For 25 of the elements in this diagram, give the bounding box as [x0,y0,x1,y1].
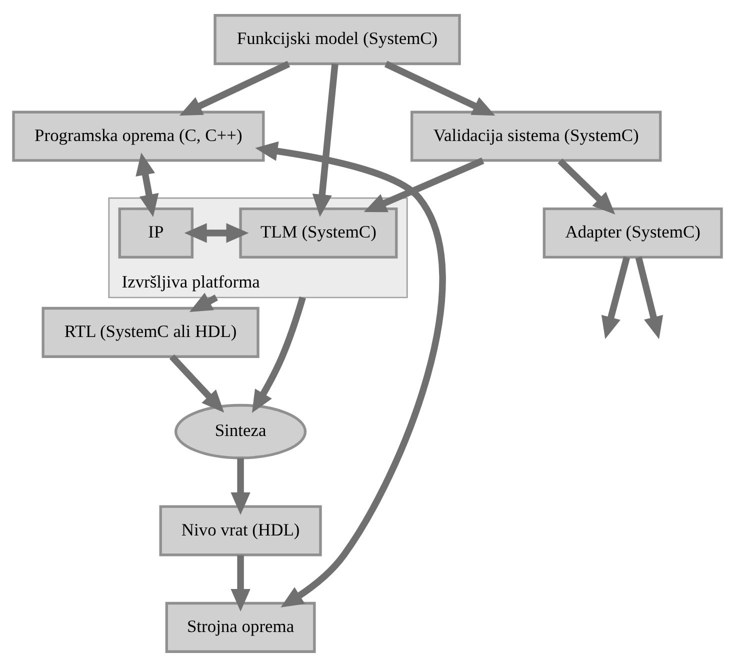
node-box: Validacija sistema (SystemC) [410,110,662,162]
arrow [230,458,250,514]
arrow [189,292,218,312]
arrow [635,256,664,339]
arrow [558,158,616,214]
arrow [136,152,159,216]
arrow [230,554,250,612]
arrow [312,63,338,216]
node-box: Adapter (SystemC) [542,206,723,258]
arrow [364,157,484,212]
arrow [384,60,496,116]
node-box: Programska oprema (C, C++) [12,110,265,162]
arrow [601,256,630,339]
node-box: IP [118,206,194,258]
node-box: Strojna oprema [165,601,316,652]
arrow [252,296,306,412]
arrow [184,222,249,242]
arrow [255,140,446,607]
node-box: TLM (SystemC) [239,206,398,258]
arrow [169,354,224,412]
node-box: RTL (SystemC ali HDL) [42,306,260,358]
arrow [179,60,290,116]
node-box: Funkcijski model (SystemC) [214,14,461,65]
node-box: Nivo vrat (HDL) [159,504,322,556]
node-ellipse: Sinteza [174,403,307,459]
